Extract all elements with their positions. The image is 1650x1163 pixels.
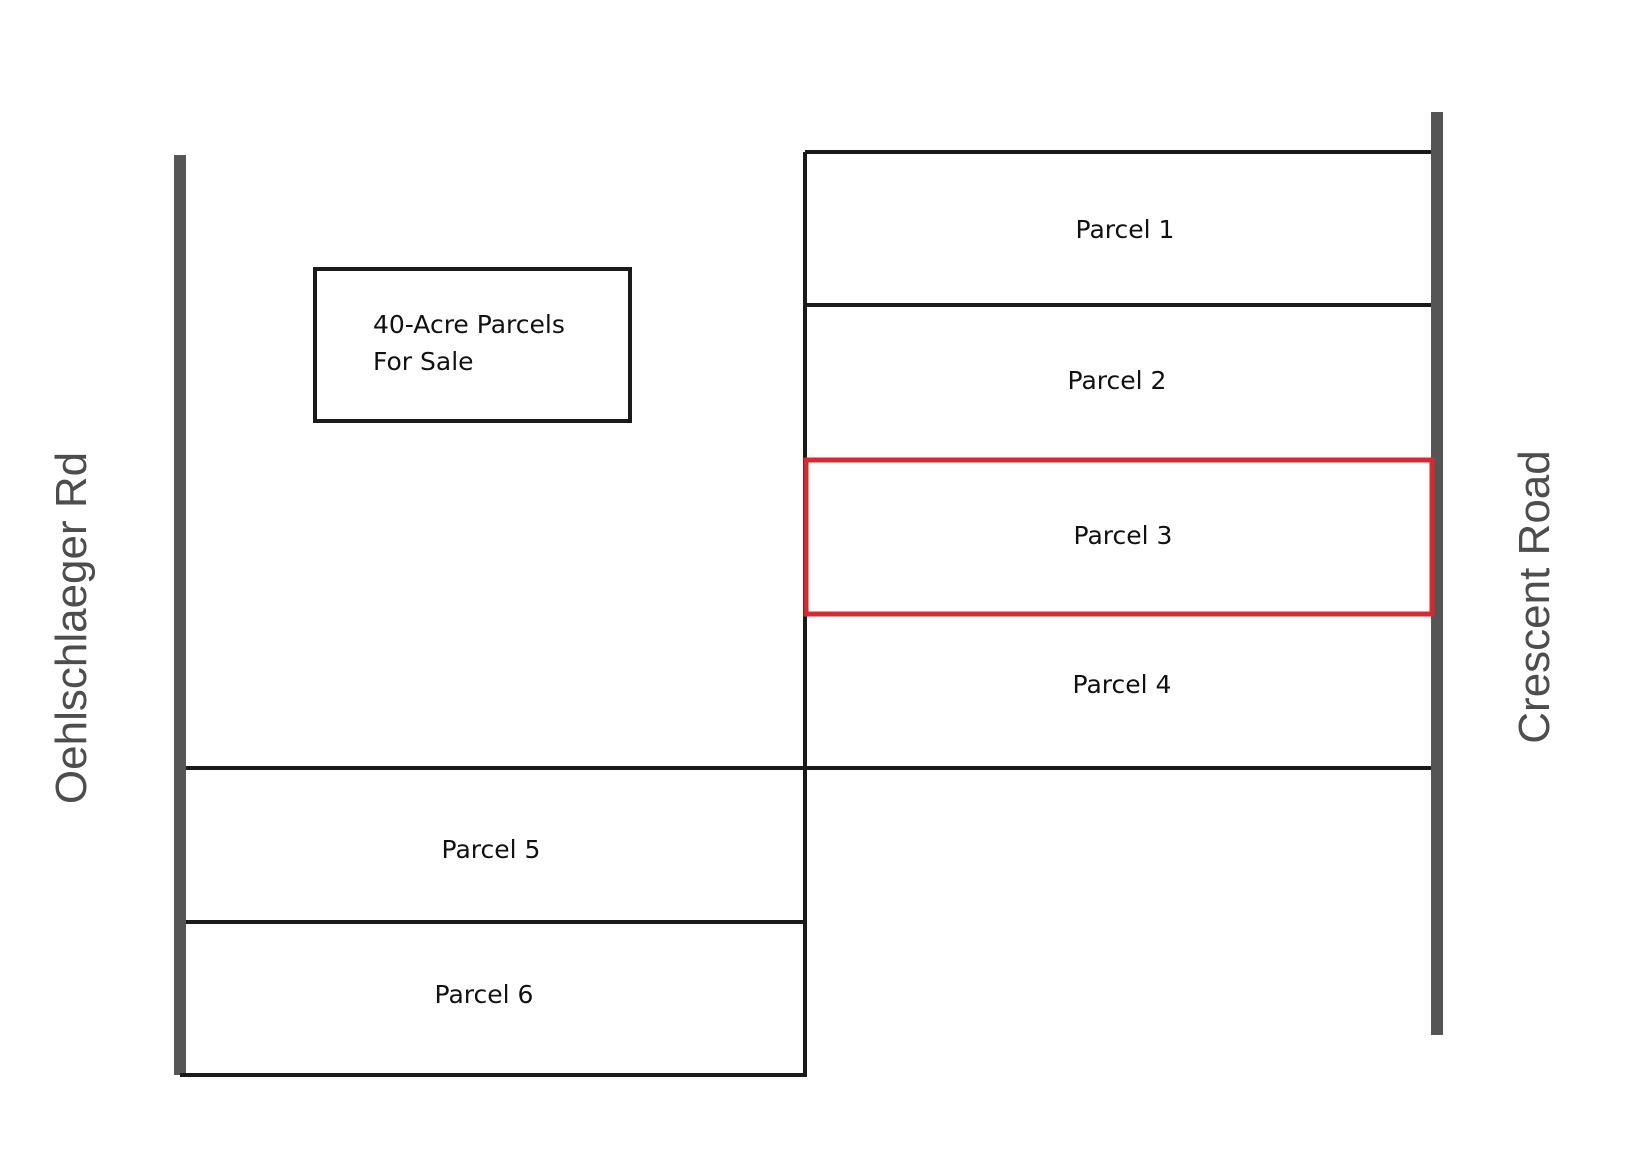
sign-line-1: 40-Acre Parcels xyxy=(373,310,565,339)
for-sale-sign xyxy=(313,267,632,423)
parcel-4-label: Parcel 4 xyxy=(1073,670,1172,699)
parcel-5-label: Parcel 5 xyxy=(442,835,541,864)
parcel-1-label: Parcel 1 xyxy=(1076,215,1175,244)
sign-line-2: For Sale xyxy=(373,347,474,376)
parcel-6-label: Parcel 6 xyxy=(435,980,534,1009)
parcel-3-highlight xyxy=(803,457,1435,617)
oehlschlaeger-road-label: Oehlschlaeger Rd xyxy=(47,452,96,804)
parcel-2-label: Parcel 2 xyxy=(1068,366,1167,395)
crescent-road-label: Crescent Road xyxy=(1510,450,1559,743)
parcel-3-label: Parcel 3 xyxy=(1074,521,1173,550)
